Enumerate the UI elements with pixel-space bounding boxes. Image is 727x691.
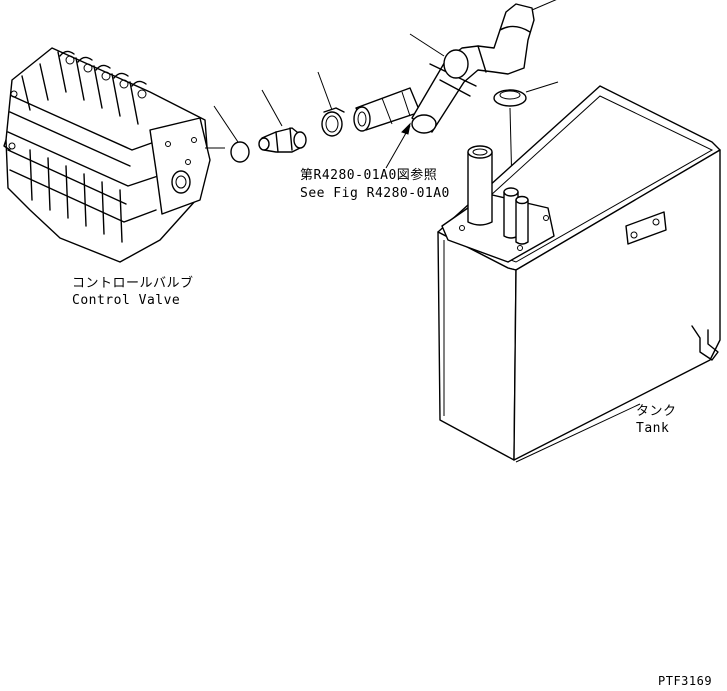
tank-label-jp: タンク [636, 404, 677, 419]
hose-part [353, 87, 421, 132]
reference-arrow [385, 122, 411, 169]
control-valve-drawing [3, 47, 225, 263]
figure-code: PTF3169 [658, 674, 713, 688]
tank-drawing [437, 85, 721, 463]
suction-pipe-part [409, 0, 557, 134]
hose-clamp-part [317, 71, 345, 137]
control-valve-label-jp: コントロールバルブ [72, 276, 194, 291]
reference-label-jp: 第R4280-01A0図参照 [300, 168, 438, 183]
tank-label-en: Tank [636, 421, 670, 436]
control-valve-label-en: Control Valve [72, 293, 181, 308]
o-ring-part [213, 105, 250, 163]
elbow-fitting-part [258, 89, 307, 153]
reference-label-en: See Fig R4280-01A0 [300, 186, 450, 201]
